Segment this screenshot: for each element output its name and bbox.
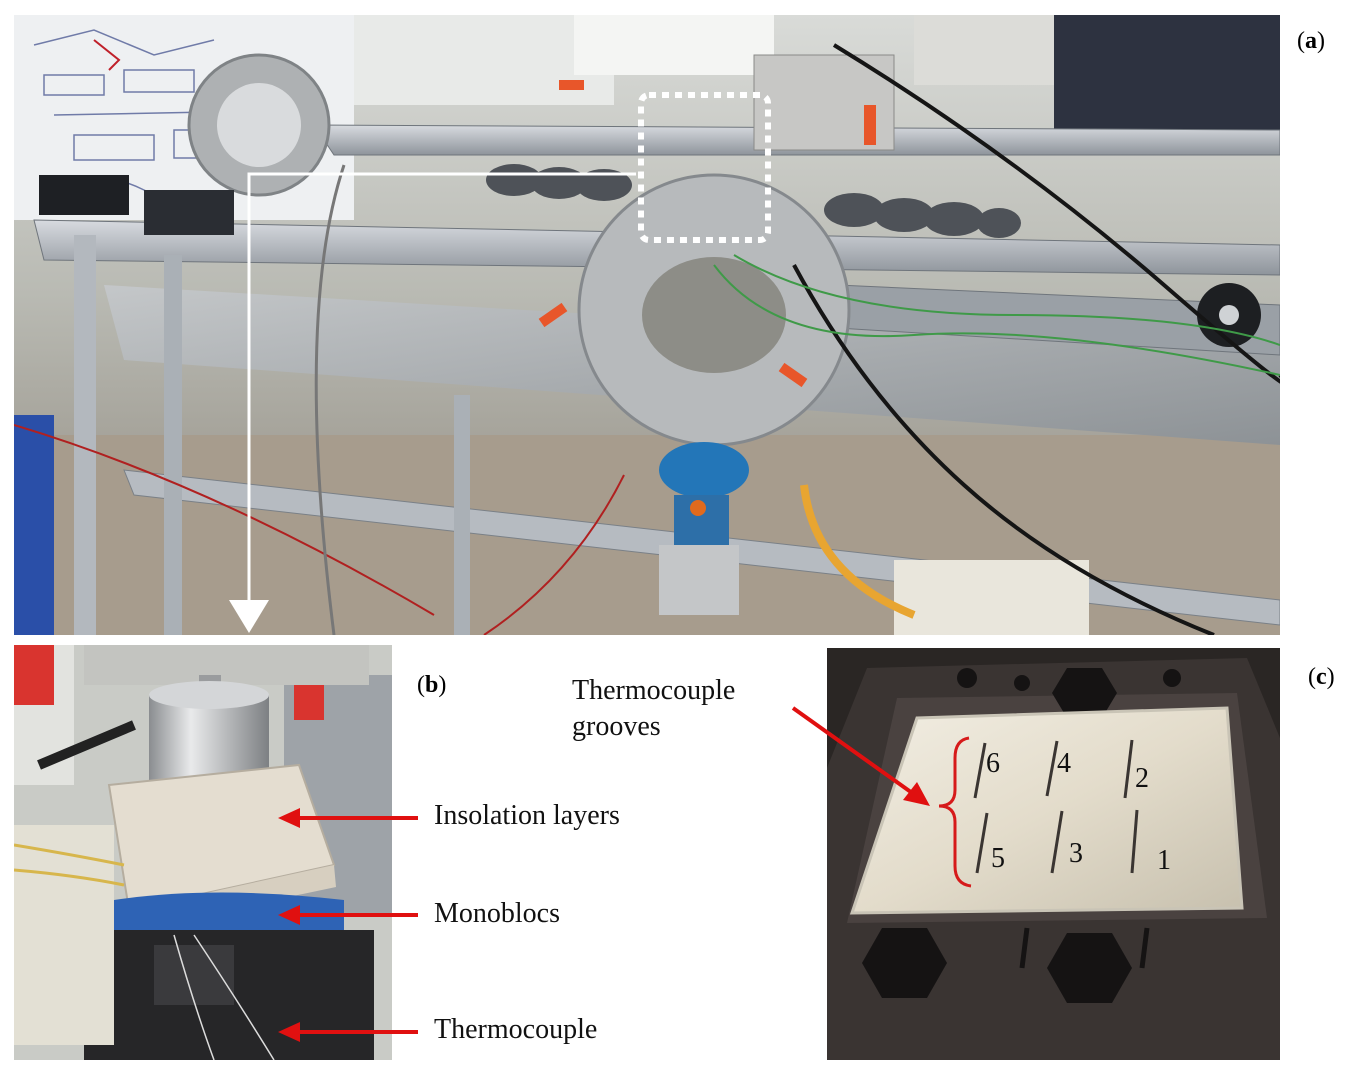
groove-number-4: 4	[1057, 748, 1071, 779]
groove-number-1: 1	[1157, 845, 1171, 876]
monobloc-illustration	[827, 648, 1280, 1060]
annotation-arrow-c	[791, 706, 930, 806]
groove-number-6: 6	[986, 748, 1000, 779]
photo-test-bench	[14, 15, 1280, 635]
test-bench-illustration	[14, 15, 1280, 635]
groove-number-2: 2	[1135, 763, 1149, 794]
photo-closeup	[14, 645, 392, 1060]
label-thermocouple-grooves: Thermocouple grooves	[572, 673, 735, 746]
groove-number-3: 3	[1069, 838, 1083, 869]
grooves-bracket	[938, 736, 972, 888]
annotation-arrows-b	[278, 808, 418, 1042]
label-thermocouple: Thermocouple	[434, 1014, 598, 1045]
zoom-highlight-box	[638, 92, 771, 243]
label-monoblocs: Monoblocs	[434, 898, 560, 929]
panel-label-b: (b)	[417, 672, 447, 698]
label-insulation-layers: Insolation layers	[434, 800, 620, 831]
label-thermocouple-grooves-line1: Thermocouple	[572, 675, 736, 706]
closeup-illustration	[14, 645, 392, 1060]
photo-monobloc-grooves	[827, 648, 1280, 1060]
leader-line	[247, 172, 636, 600]
leader-arrowhead	[229, 600, 269, 633]
groove-number-5: 5	[991, 843, 1005, 874]
label-thermocouple-grooves-line2: grooves	[572, 711, 661, 743]
panel-label-c: (c)	[1308, 664, 1335, 690]
panel-label-a: (a)	[1297, 28, 1325, 54]
